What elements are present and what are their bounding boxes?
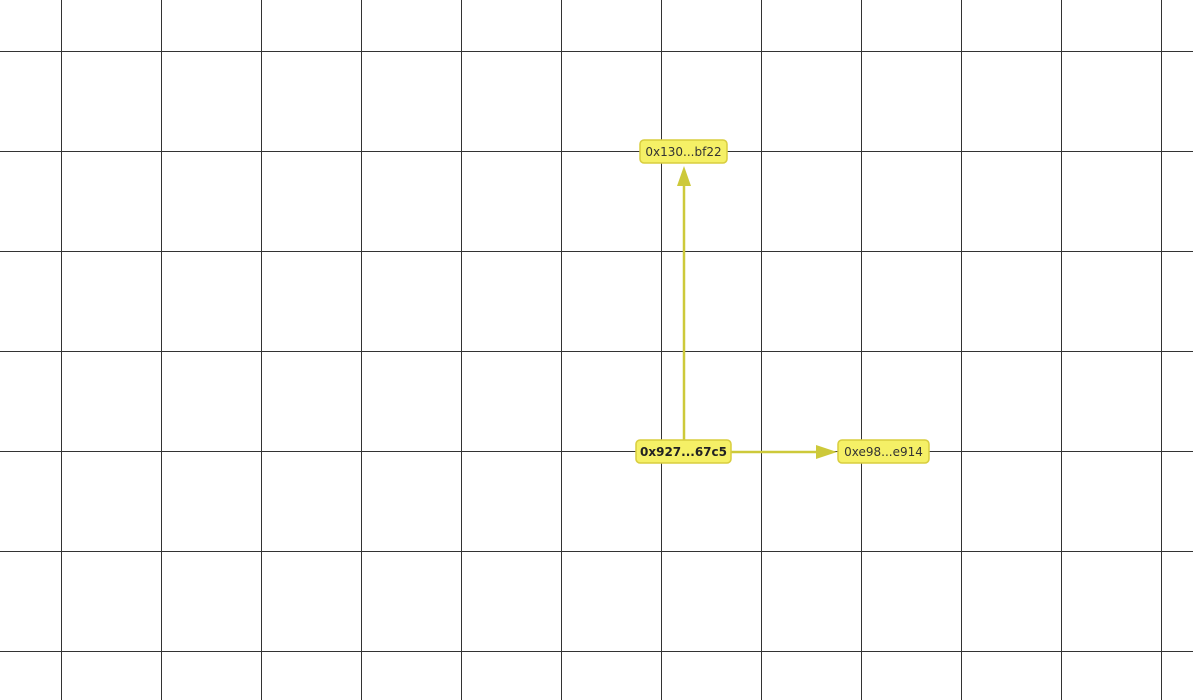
node-label: 0xe98...e914 <box>844 445 923 459</box>
edges-layer <box>677 166 837 459</box>
node-label: 0x130...bf22 <box>645 145 721 159</box>
node-address-top[interactable]: 0x130...bf22 <box>639 139 728 164</box>
node-label: 0x927...67c5 <box>640 445 727 459</box>
node-box[interactable] <box>837 439 930 464</box>
nodes-layer: 0x130...bf22 0x927...67c5 0xe98...e914 <box>635 139 930 464</box>
node-address-center[interactable]: 0x927...67c5 <box>635 439 732 464</box>
arrow-head-icon <box>677 166 691 186</box>
node-box[interactable] <box>635 439 732 464</box>
node-box[interactable] <box>639 139 728 164</box>
edge-center-to-top[interactable] <box>677 166 691 440</box>
arrow-head-icon <box>816 445 837 459</box>
node-address-right[interactable]: 0xe98...e914 <box>837 439 930 464</box>
edge-center-to-right[interactable] <box>731 445 837 459</box>
